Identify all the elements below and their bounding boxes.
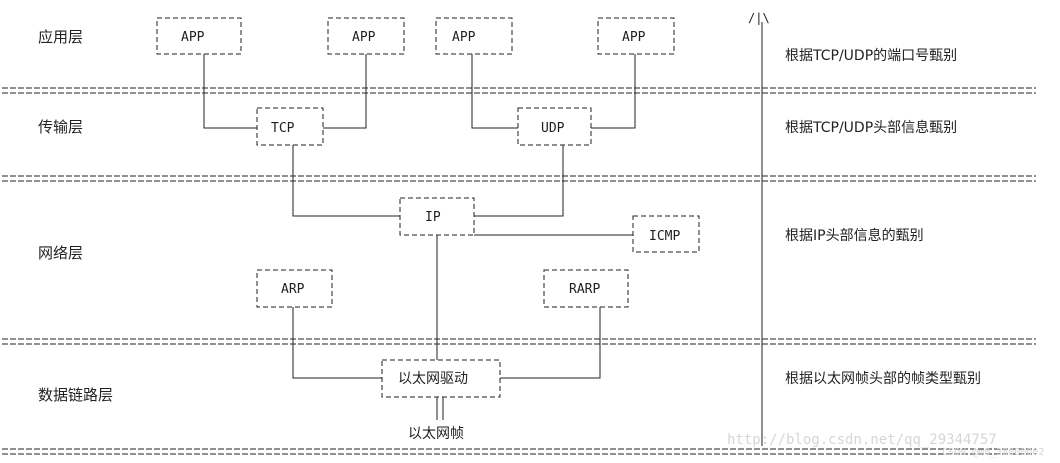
line-arp-eth (292, 307, 382, 379)
eth-driver-label: 以太网驱动 (398, 371, 468, 387)
separator-transport-network (2, 175, 1036, 182)
line-tcp-ip (292, 145, 400, 217)
desc-transport: 根据TCP/UDP头部信息甄别 (785, 119, 957, 136)
layer-label-network: 网络层 (38, 244, 83, 262)
app3-label: APP (452, 30, 476, 45)
udp-label: UDP (541, 121, 565, 136)
arrow-up-icon: /|\ (748, 11, 770, 25)
watermark-small: CSDN @m0_38000002 (942, 447, 1044, 458)
watermark-url: http://blog.csdn.net/qq_29344757 (727, 432, 997, 448)
separator-app-transport (2, 87, 1036, 94)
rarp-label: RARP (569, 282, 600, 297)
layer-label-application: 应用层 (38, 28, 83, 46)
tcp-label: TCP (271, 121, 295, 136)
line-udp-ip (474, 145, 564, 217)
line-app4-udp (591, 54, 636, 129)
desc-link: 根据以太网帧头部的帧类型甄别 (785, 371, 981, 387)
connections (203, 22, 763, 446)
layer-label-link: 数据链路层 (38, 386, 113, 404)
icmp-box (632, 215, 700, 253)
line-app3-udp (471, 54, 518, 129)
app1-box (156, 17, 242, 55)
separator-network-link (2, 338, 1036, 345)
layer-label-transport: 传输层 (38, 118, 83, 136)
udp-box (517, 107, 592, 146)
line-app2-tcp (323, 54, 367, 129)
separators (2, 87, 1036, 455)
separator-bottom (2, 448, 1036, 455)
arp-label: ARP (281, 282, 305, 297)
tcp-box (256, 107, 324, 146)
app4-label: APP (622, 30, 646, 45)
desc-network: 根据IP头部信息的甄别 (785, 227, 924, 244)
app2-label: APP (352, 30, 376, 45)
desc-application: 根据TCP/UDP的端口号甄别 (785, 48, 957, 64)
app1-label: APP (181, 30, 205, 45)
icmp-label: ICMP (649, 229, 680, 244)
line-rarp-eth (500, 307, 601, 379)
rarp-box (543, 269, 629, 308)
ip-label: IP (425, 210, 441, 225)
boxes (156, 17, 700, 398)
line-app1-tcp (203, 54, 257, 129)
eth-frame-label: 以太网帧 (408, 426, 464, 442)
